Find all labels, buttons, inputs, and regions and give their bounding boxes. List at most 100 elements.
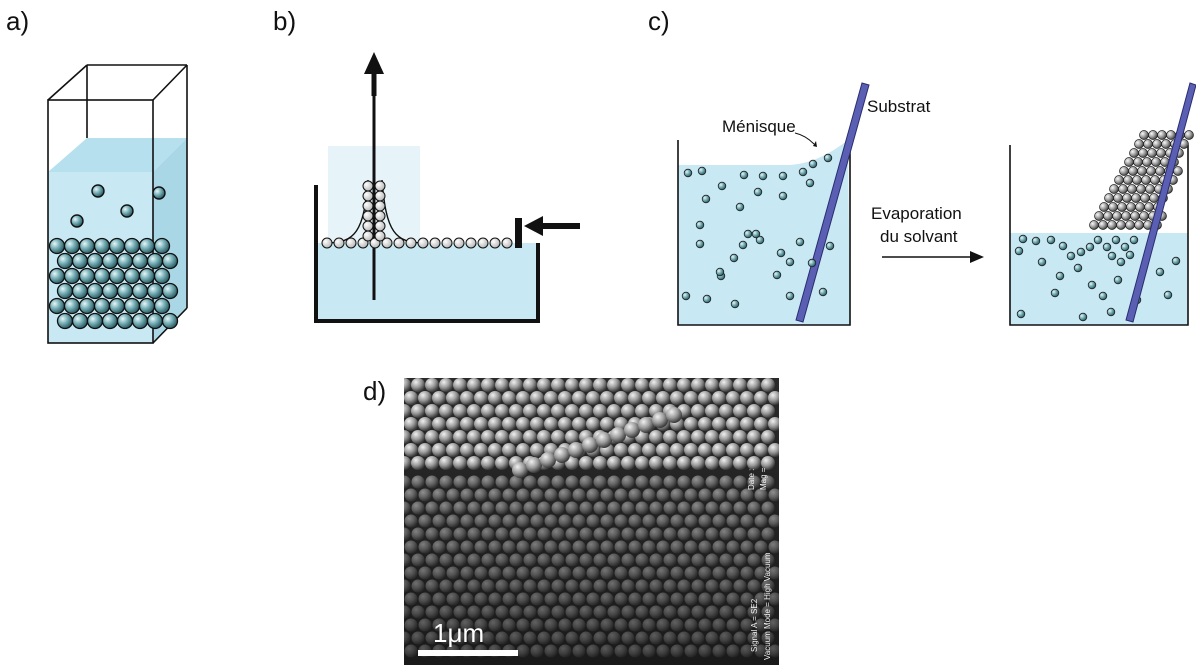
sem-sphere — [516, 514, 530, 528]
sem-sphere — [635, 631, 649, 645]
sem-sphere — [677, 631, 691, 645]
sphere — [1111, 235, 1121, 245]
sem-sphere — [586, 540, 600, 554]
sphere — [1093, 235, 1103, 245]
sem-sphere — [495, 404, 509, 418]
sem-sphere — [411, 631, 425, 645]
sem-sphere — [607, 553, 621, 567]
sem-sphere — [754, 488, 768, 502]
sem-sphere — [733, 430, 747, 444]
sem-sphere — [663, 631, 677, 645]
sem-sphere — [530, 488, 544, 502]
sem-sphere — [740, 443, 754, 457]
sphere — [1014, 246, 1024, 256]
sphere — [48, 267, 66, 285]
sphere — [695, 220, 705, 230]
sem-sphere — [691, 527, 705, 541]
sem-sphere — [733, 579, 747, 593]
sphere — [825, 241, 835, 251]
sphere — [131, 282, 149, 300]
sem-sphere — [404, 514, 418, 528]
sem-sphere — [481, 404, 495, 418]
sphere — [1055, 271, 1065, 281]
sem-sphere — [593, 404, 607, 418]
sphere — [123, 267, 141, 285]
sem-sphere — [523, 501, 537, 515]
sphere — [1094, 211, 1104, 221]
sem-sphere — [481, 501, 495, 515]
sphere — [1135, 202, 1145, 212]
sphere — [1128, 166, 1138, 176]
sem-sphere — [628, 488, 642, 502]
sem-sphere — [712, 644, 726, 658]
sem-sphere — [509, 605, 523, 619]
sem-sphere — [761, 527, 775, 541]
sem-sphere — [509, 475, 523, 489]
sem-sphere — [544, 417, 558, 431]
sphere — [56, 252, 74, 270]
sem-sphere — [551, 579, 565, 593]
sphere — [489, 237, 501, 249]
sem-sphere — [523, 475, 537, 489]
sphere — [738, 240, 748, 250]
sem-sphere — [635, 501, 649, 515]
sphere — [374, 230, 386, 242]
sphere — [131, 312, 149, 330]
sphere — [735, 202, 745, 212]
sem-sphere — [698, 566, 712, 580]
sem-sphere — [404, 592, 418, 606]
sem-sphere — [628, 443, 642, 457]
sem-sphere — [768, 592, 779, 606]
sem-sphere — [530, 443, 544, 457]
sem-sphere — [761, 404, 775, 418]
sphere — [1149, 193, 1159, 203]
sphere — [1151, 157, 1161, 167]
sem-sphere — [726, 514, 740, 528]
sem-sphere — [754, 540, 768, 554]
sphere — [56, 282, 74, 300]
sem-sphere — [670, 443, 684, 457]
sem-sphere — [593, 456, 607, 470]
sphere — [1171, 256, 1181, 266]
sem-sphere — [460, 488, 474, 502]
sem-info-date: Date : — [747, 469, 756, 490]
sem-sphere — [642, 443, 656, 457]
sem-sphere — [502, 443, 516, 457]
sem-sphere — [565, 579, 579, 593]
sem-sphere — [726, 488, 740, 502]
sem-sphere — [698, 391, 712, 405]
sem-sphere — [663, 456, 677, 470]
sem-sphere — [733, 501, 747, 515]
sphere — [78, 297, 96, 315]
sem-sphere — [684, 644, 698, 658]
sem-sphere — [558, 618, 572, 632]
sem-sphere — [761, 579, 775, 593]
sem-sphere — [418, 488, 432, 502]
sem-sphere — [712, 391, 726, 405]
sphere — [1031, 236, 1041, 246]
sphere — [153, 237, 171, 255]
sem-sphere — [404, 527, 411, 541]
sphere — [146, 252, 164, 270]
sem-sphere — [656, 644, 670, 658]
sphere — [123, 297, 141, 315]
sphere — [1107, 220, 1117, 230]
sem-sphere — [733, 631, 747, 645]
sphere — [743, 229, 753, 239]
sphere — [778, 171, 788, 181]
sem-sphere — [502, 417, 516, 431]
sem-sphere — [530, 592, 544, 606]
sem-sphere — [754, 391, 768, 405]
sem-sphere — [621, 527, 635, 541]
sphere — [374, 200, 386, 212]
sphere — [1163, 290, 1173, 300]
sem-sphere — [593, 631, 607, 645]
sphere — [153, 267, 171, 285]
panel-label-d: d) — [363, 376, 386, 406]
sem-sphere — [439, 456, 453, 470]
sphere — [776, 248, 786, 258]
up-arrow-icon — [364, 52, 384, 96]
sem-sphere — [670, 488, 684, 502]
sem-sphere — [404, 443, 418, 457]
sem-sphere — [551, 378, 565, 392]
